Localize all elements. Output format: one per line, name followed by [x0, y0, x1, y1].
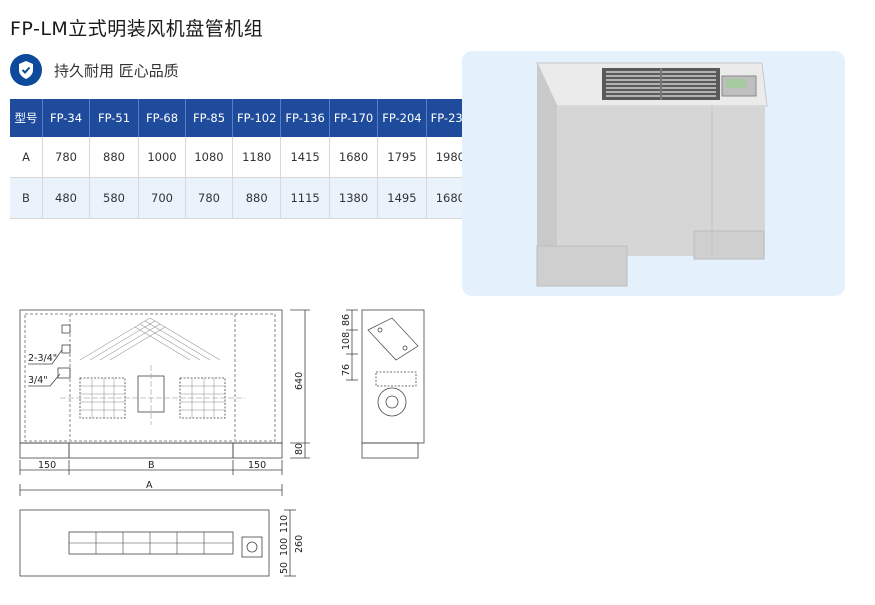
dim-left: 150 — [38, 460, 56, 471]
header-model: FP-51 — [89, 99, 139, 137]
table-row: A 780 880 1000 1080 1180 1415 1680 1795 … — [10, 137, 476, 178]
dim-right: 150 — [248, 460, 266, 471]
shield-icon — [10, 54, 42, 86]
pipe-label-bottom: 3/4" — [28, 375, 48, 386]
plan-dim-260: 260 — [294, 535, 305, 553]
pipe-label-top: 2-3/4" — [28, 353, 57, 364]
tagline-text: 持久耐用 匠心品质 — [54, 61, 179, 80]
header-model: FP-136 — [280, 99, 330, 137]
table-cell: 1080 — [185, 137, 233, 178]
header-model: FP-102 — [232, 99, 282, 137]
table-header-row: 型号 FP-34 FP-51 FP-68 FP-85 FP-102 FP-136… — [10, 99, 476, 137]
header-model: FP-85 — [185, 99, 233, 137]
table-cell: 480 — [42, 177, 90, 219]
table-cell: 1115 — [280, 177, 330, 219]
page-title: FP-LM立式明装风机盘管机组 — [10, 18, 264, 40]
product-photo — [462, 51, 845, 296]
table-cell: 780 — [185, 177, 233, 219]
plan-dim-100: 100 — [279, 538, 290, 556]
table-cell: 780 — [42, 137, 90, 178]
header-model: FP-170 — [329, 99, 379, 137]
table-cell: 700 — [138, 177, 186, 219]
row-label: A — [10, 137, 43, 178]
table-cell: 1180 — [232, 137, 282, 178]
table-row: B 480 580 700 780 880 1115 1380 1495 168… — [10, 177, 476, 219]
fan-coil-unit-illustration — [536, 62, 768, 287]
side-dim-108: 108 — [341, 332, 352, 350]
table-cell: 580 — [89, 177, 139, 219]
plan-dim-110: 110 — [279, 515, 290, 533]
dim-a: A — [146, 480, 153, 491]
table-cell: 1495 — [377, 177, 427, 219]
table-cell: 1000 — [138, 137, 186, 178]
side-dim-86: 86 — [341, 314, 352, 326]
dim-height: 640 — [294, 372, 305, 390]
header-corner: 型号 — [10, 99, 43, 137]
tagline-badge: 持久耐用 匠心品质 — [10, 54, 179, 86]
plan-dim-50: 50 — [279, 562, 290, 574]
row-label: B — [10, 177, 43, 219]
header-model: FP-34 — [42, 99, 90, 137]
side-view — [361, 309, 425, 444]
technical-drawing: 2-3/4" 3/4" 150 B 150 A 640 80 86 108 76… — [19, 309, 425, 577]
header-model: FP-68 — [138, 99, 186, 137]
table-cell: 1680 — [329, 137, 379, 178]
plan-view — [19, 509, 270, 577]
table-cell: 880 — [89, 137, 139, 178]
dim-base: 80 — [294, 443, 305, 455]
header-model: FP-204 — [377, 99, 427, 137]
dim-b: B — [148, 460, 155, 471]
table-cell: 880 — [232, 177, 282, 219]
table-cell: 1795 — [377, 137, 427, 178]
table-cell: 1415 — [280, 137, 330, 178]
table-cell: 1380 — [329, 177, 379, 219]
side-dim-76: 76 — [341, 364, 352, 376]
spec-table: 型号 FP-34 FP-51 FP-68 FP-85 FP-102 FP-136… — [10, 99, 476, 219]
